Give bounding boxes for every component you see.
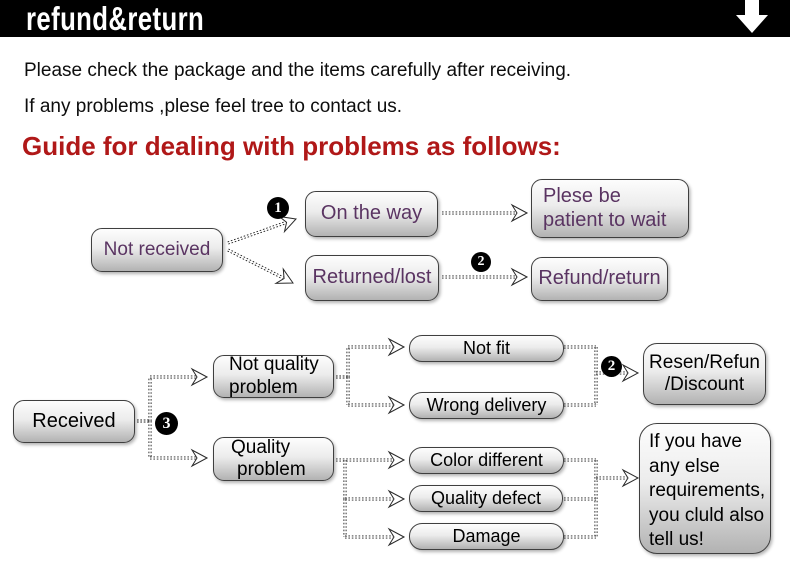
node-label: Returned/lost <box>312 266 432 289</box>
note-line: tell us! <box>649 529 704 550</box>
node-not-fit: Not fit <box>409 335 564 362</box>
down-arrow-icon <box>736 0 768 33</box>
node-color-different: Color different <box>409 447 564 474</box>
node-any-else-requirements: If you have any else requirements, you c… <box>639 423 771 554</box>
node-damage: Damage <box>409 523 564 550</box>
node-on-the-way: On the way <box>305 191 438 237</box>
node-label: Color different <box>430 449 543 470</box>
node-label: Not fit <box>462 337 510 358</box>
node-label-line2: problem <box>229 376 298 398</box>
node-label-line1: Resen/Refun <box>649 351 760 373</box>
badge-step-1: 1 <box>267 197 289 219</box>
node-label-line1: Plese be <box>543 184 621 207</box>
note-line: requirements, <box>649 480 766 501</box>
node-label-line1: Not quality <box>229 354 319 376</box>
guide-heading: Guide for dealing with problems as follo… <box>22 131 561 161</box>
node-label: Quality defect <box>430 487 542 508</box>
node-label-line1: Quality <box>231 436 291 458</box>
node-label: Received <box>32 409 116 432</box>
node-wrong-delivery: Wrong delivery <box>409 392 564 419</box>
node-resend-refund-discount: Resen/Refun /Discount <box>643 343 766 405</box>
note-line: If you have <box>649 431 742 452</box>
node-label: Damage <box>452 525 521 546</box>
intro-line-1: Please check the package and the items c… <box>24 60 572 81</box>
node-label: Wrong delivery <box>426 394 547 415</box>
note-line: any else <box>649 455 720 477</box>
node-not-quality-problem: Not quality problem <box>213 354 334 398</box>
intro-line-2: If any problems ,plese feel tree to cont… <box>24 96 403 117</box>
node-not-received: Not received <box>91 228 223 272</box>
node-label: Refund/return <box>538 267 661 290</box>
banner: refund&return <box>0 0 790 37</box>
banner-title: refund&return <box>26 0 205 37</box>
node-please-be-patient: Plese be patient to wait <box>531 179 689 238</box>
node-returned-lost: Returned/lost <box>305 255 439 301</box>
node-label-line2: /Discount <box>664 374 745 395</box>
node-received: Received <box>13 400 135 443</box>
node-label: On the way <box>320 202 423 225</box>
node-label-line2: problem <box>237 459 306 480</box>
node-quality-defect: Quality defect <box>409 485 563 512</box>
note-line: you cluld also <box>649 504 765 526</box>
badge-step-2b: 2 <box>601 356 622 377</box>
node-label: Not received <box>103 238 211 260</box>
node-refund-return: Refund/return <box>531 257 668 301</box>
badge-step-3: 3 <box>155 412 178 435</box>
node-label-line2: patient to wait <box>543 208 667 231</box>
node-quality-problem: Quality problem <box>213 437 334 481</box>
badge-step-2: 2 <box>471 252 491 272</box>
